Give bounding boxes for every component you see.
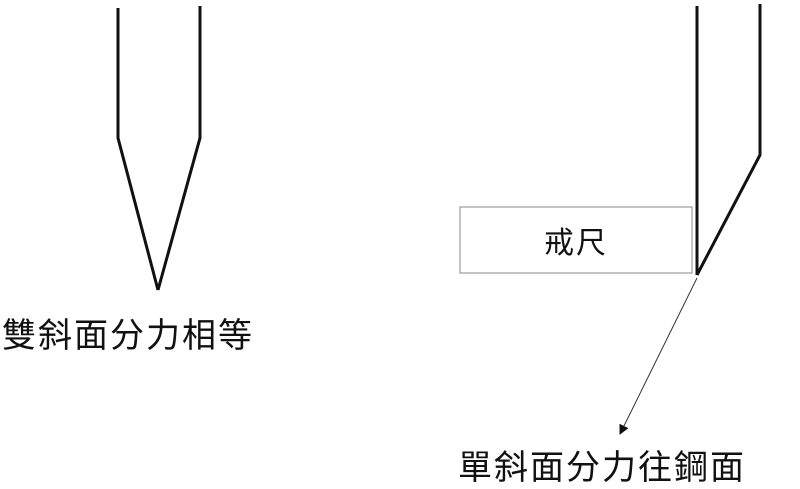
force-arrow [619,277,698,435]
single-bevel-caption: 單斜面分力往鋼面 [458,448,746,488]
double-bevel-blade [116,6,202,291]
single-bevel-blade [695,4,762,276]
ruler-box [459,206,693,274]
double-bevel-right-edge [156,6,202,291]
single-bevel-angled-edge [695,4,762,276]
double-bevel-caption: 雙斜面分力相等 [2,316,254,356]
ruler-label: 戒尺 [544,226,608,261]
double-bevel-left-edge [116,8,160,291]
